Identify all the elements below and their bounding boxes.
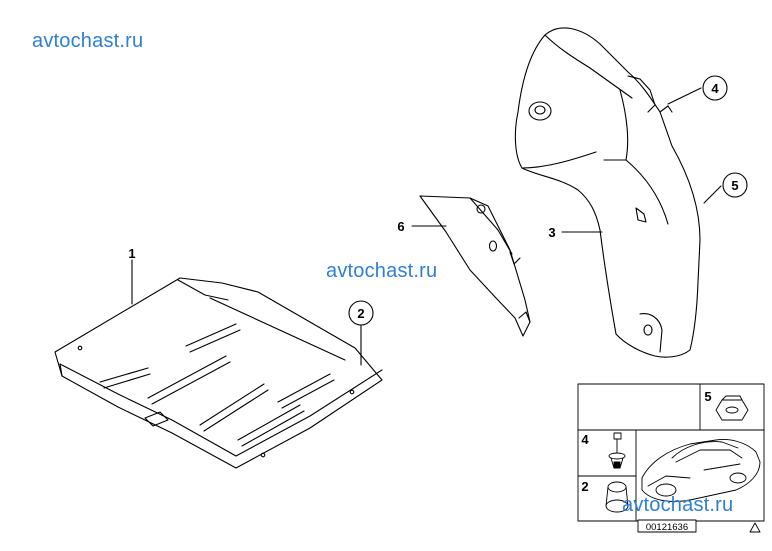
nut-part-icon <box>715 395 749 421</box>
watermark-center: avtochast.ru <box>326 260 438 282</box>
car-silhouette-icon <box>641 439 761 502</box>
callout-6: 6 <box>397 219 404 234</box>
callout-3: 3 <box>548 225 555 240</box>
diagram-number: 00121636 <box>646 522 688 533</box>
plastic-nut-part-icon <box>605 481 629 513</box>
deflector-bracket-part <box>419 195 531 337</box>
callout-2: 2 <box>357 306 364 321</box>
callout-5: 5 <box>731 178 738 193</box>
warning-triangle-icon <box>749 522 761 533</box>
wheel-housing-liner-part <box>514 27 701 358</box>
underbody-shield-part <box>54 277 383 469</box>
legend-label-2: 2 <box>581 479 588 494</box>
callout-4: 4 <box>711 81 719 96</box>
callout-1: 1 <box>128 246 135 261</box>
legend-label-4: 4 <box>581 432 589 447</box>
watermark-top-left: avtochast.ru <box>32 30 144 52</box>
watermark-bottom-right: avtochast.ru <box>622 494 734 516</box>
clip-rivet-part-icon <box>608 432 626 469</box>
legend-box <box>577 383 765 533</box>
legend-label-5: 5 <box>704 389 711 404</box>
